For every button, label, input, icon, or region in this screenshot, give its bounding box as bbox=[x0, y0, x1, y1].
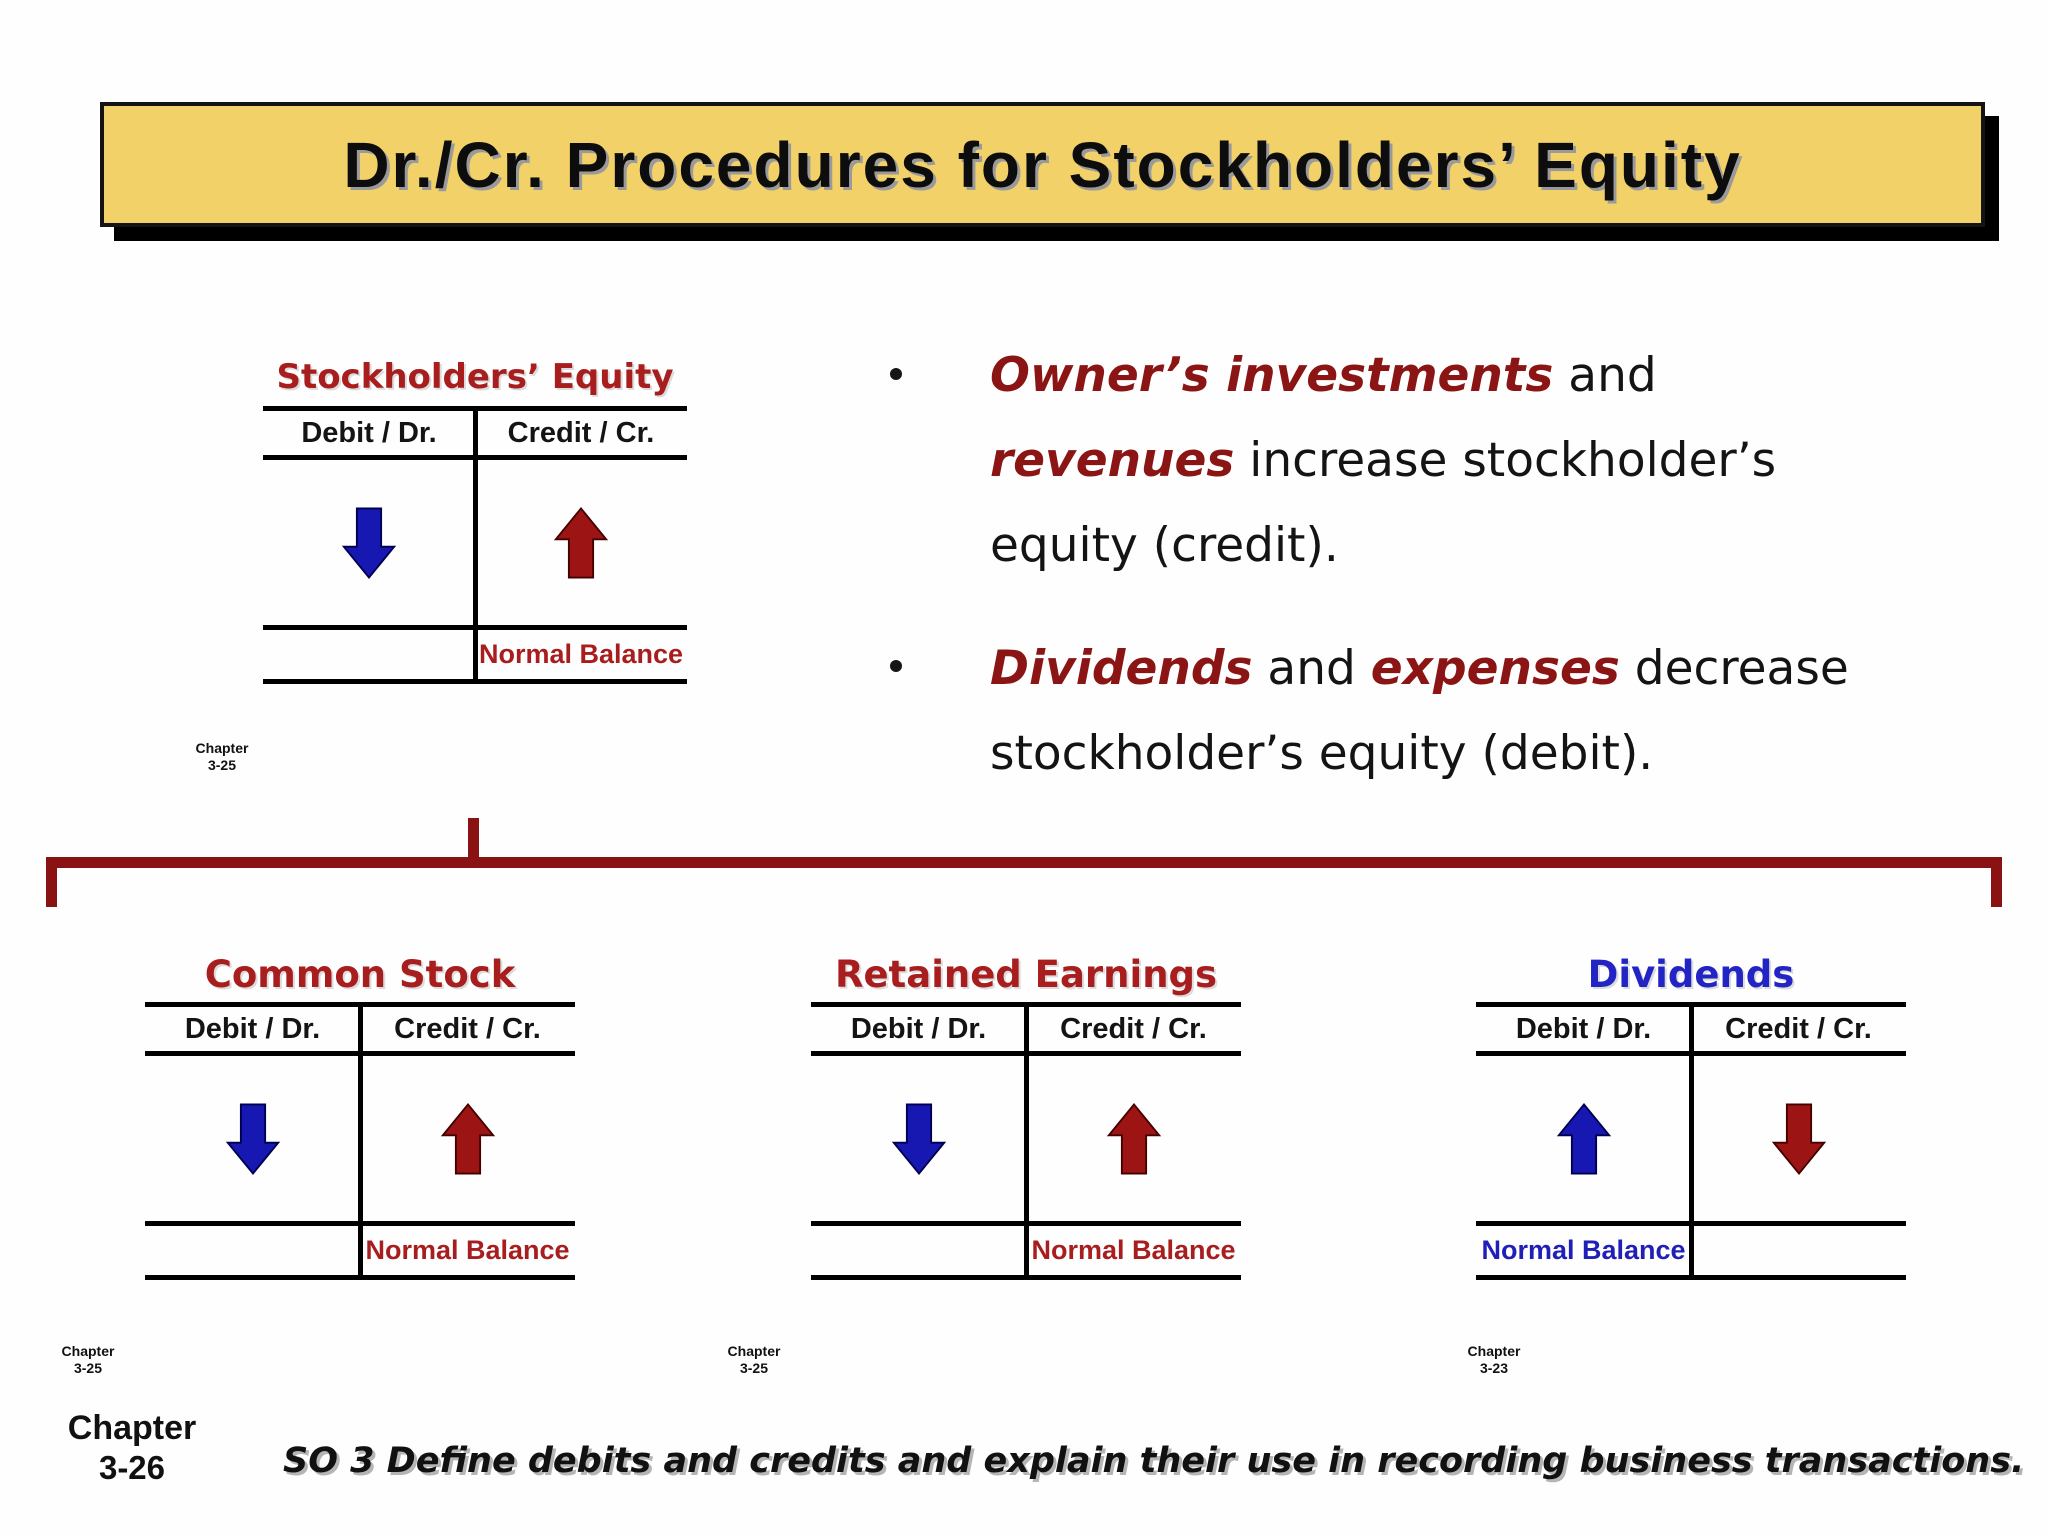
credit-arrow-cell bbox=[360, 1056, 575, 1221]
credit-header: Credit / Cr. bbox=[507, 416, 655, 449]
emphasis-text: expenses bbox=[1370, 641, 1620, 696]
bullet2-line1: Dividends and expenses decrease bbox=[990, 638, 1849, 700]
down-arrow-icon bbox=[891, 1103, 946, 1175]
debit-arrow-cell bbox=[811, 1056, 1026, 1221]
body-text: and bbox=[1252, 641, 1371, 696]
account-title: Retained Earnings bbox=[834, 953, 1218, 996]
taccount-stockholders-equity: Stockholders’ Equity Debit / Dr. Credit … bbox=[263, 352, 687, 684]
credit-arrow-cell bbox=[475, 460, 687, 625]
chapter-label: Chapter 3-26 bbox=[62, 1408, 202, 1488]
chapter-note-line2: 3-23 bbox=[1479, 1360, 1509, 1376]
taccount-divider bbox=[1688, 1007, 1694, 1275]
down-arrow-icon bbox=[225, 1103, 280, 1175]
taccount-divider bbox=[472, 411, 478, 679]
normal-balance-left: Normal Balance bbox=[1481, 1235, 1686, 1265]
credit-header: Credit / Cr. bbox=[1725, 1012, 1872, 1045]
chapter-note-line1: Chapter bbox=[727, 1343, 781, 1359]
chapter-label-line1: Chapter bbox=[67, 1409, 197, 1447]
body-text: decrease bbox=[1619, 641, 1849, 696]
up-arrow-icon bbox=[553, 506, 609, 578]
taccount-box: Debit / Dr. Credit / Cr. Normal Balance bbox=[811, 1002, 1241, 1280]
emphasis-text: Owner’s investments bbox=[990, 348, 1554, 403]
body-text: equity (credit). bbox=[990, 518, 1339, 573]
title-banner: Dr./Cr. Procedures for Stockholders’ Equ… bbox=[100, 102, 1985, 227]
taccount-arrows-row bbox=[263, 460, 687, 625]
chapter-note: Chapter 3-23 bbox=[1468, 1343, 1521, 1377]
normal-balance-left bbox=[811, 1226, 1026, 1275]
normal-balance-right: Normal Balance bbox=[365, 1235, 570, 1265]
up-arrow-icon bbox=[440, 1102, 495, 1174]
bracket-horizontal bbox=[46, 857, 2002, 868]
taccount-retained-earnings: Retained Earnings Debit / Dr. Credit / C… bbox=[811, 952, 1241, 1280]
taccount-arrows-row bbox=[811, 1056, 1241, 1221]
page-title: Dr./Cr. Procedures for Stockholders’ Equ… bbox=[343, 128, 1742, 201]
debit-header: Debit / Dr. bbox=[1515, 1012, 1652, 1045]
up-arrow-icon bbox=[1556, 1102, 1611, 1174]
debit-arrow-cell bbox=[263, 460, 475, 625]
chapter-note: Chapter 3-25 bbox=[62, 1343, 115, 1377]
chapter-note-line2: 3-25 bbox=[73, 1360, 103, 1376]
account-title: Dividends bbox=[1587, 953, 1795, 996]
taccount-dividends: Dividends Debit / Dr. Credit / Cr. Norma… bbox=[1476, 952, 1906, 1280]
credit-header: Credit / Cr. bbox=[1060, 1012, 1207, 1045]
taccount-divider bbox=[357, 1007, 363, 1275]
credit-arrow-cell bbox=[1026, 1056, 1241, 1221]
down-arrow-icon bbox=[341, 507, 397, 579]
debit-arrow-cell bbox=[145, 1056, 360, 1221]
body-text: increase stockholder’s bbox=[1234, 433, 1777, 488]
taccount-box: Debit / Dr. Credit / Cr. Normal Balance bbox=[145, 1002, 575, 1280]
account-title: Stockholders’ Equity bbox=[276, 357, 674, 397]
up-arrow-icon bbox=[1106, 1102, 1161, 1174]
normal-balance-right bbox=[1691, 1226, 1906, 1275]
taccount-common-stock: Common Stock Debit / Dr. Credit / Cr. No… bbox=[145, 952, 575, 1280]
bullet1-line2: revenues increase stockholder’s bbox=[990, 430, 1776, 492]
chapter-label-line2: 3-26 bbox=[98, 1449, 166, 1486]
bullet1-line1: Owner’s investments and bbox=[990, 345, 1657, 407]
taccount-box: Debit / Dr. Credit / Cr. Normal Balance bbox=[1476, 1002, 1906, 1280]
normal-balance-right: Normal Balance bbox=[1031, 1235, 1236, 1265]
taccount-arrows-row bbox=[1476, 1056, 1906, 1221]
credit-header: Credit / Cr. bbox=[394, 1012, 541, 1045]
debit-header: Debit / Dr. bbox=[184, 1012, 321, 1045]
chapter-note-line1: Chapter bbox=[195, 740, 249, 756]
debit-arrow-cell bbox=[1476, 1056, 1691, 1221]
chapter-note: Chapter 3-25 bbox=[728, 1343, 781, 1377]
chapter-note-line1: Chapter bbox=[1467, 1343, 1521, 1359]
bullet1-line3: equity (credit). bbox=[990, 515, 1339, 577]
normal-balance-left bbox=[145, 1226, 360, 1275]
normal-balance-left bbox=[263, 630, 475, 679]
taccount-divider bbox=[1023, 1007, 1029, 1275]
debit-header: Debit / Dr. bbox=[850, 1012, 987, 1045]
account-title: Common Stock bbox=[204, 953, 516, 996]
bracket-tick-right bbox=[1991, 868, 2002, 907]
chapter-note-line1: Chapter bbox=[61, 1343, 115, 1359]
body-text: stockholder’s equity (debit). bbox=[990, 726, 1654, 781]
emphasis-text: revenues bbox=[990, 433, 1235, 488]
study-objective-text: SO 3 Define debits and credits and expla… bbox=[283, 1441, 2025, 1481]
normal-balance-right: Normal Balance bbox=[478, 639, 684, 669]
taccount-box: Debit / Dr. Credit / Cr. Normal Balance bbox=[263, 406, 687, 684]
debit-header: Debit / Dr. bbox=[301, 416, 437, 449]
down-arrow-icon bbox=[1771, 1103, 1826, 1175]
credit-arrow-cell bbox=[1691, 1056, 1906, 1221]
chapter-note-line2: 3-25 bbox=[739, 1360, 769, 1376]
chapter-note: Chapter 3-25 bbox=[196, 740, 249, 774]
bracket-tick-left bbox=[46, 868, 57, 907]
bullet-dot bbox=[890, 660, 902, 672]
bullet-dot bbox=[890, 368, 902, 380]
bracket-stem-up bbox=[468, 818, 479, 858]
bullet2-line2: stockholder’s equity (debit). bbox=[990, 723, 1653, 785]
chapter-note-line2: 3-25 bbox=[207, 757, 237, 773]
taccount-arrows-row bbox=[145, 1056, 575, 1221]
body-text: and bbox=[1553, 348, 1657, 403]
emphasis-text: Dividends bbox=[990, 641, 1253, 696]
